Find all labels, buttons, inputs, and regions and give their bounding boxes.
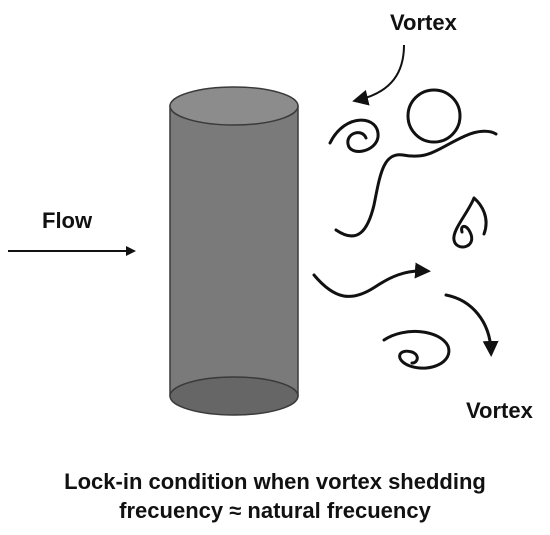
vortex-swirl-3 [382, 329, 451, 370]
cylinder-body [169, 105, 299, 397]
cylinder-bottom [169, 376, 299, 416]
cylinder-top [169, 86, 299, 126]
curved-arrow-bottom [444, 293, 499, 357]
wake-wave-long [334, 129, 498, 238]
cylinder [169, 86, 299, 416]
vortex-circle [406, 88, 462, 144]
flow-label: Flow [42, 208, 93, 233]
caption-line-1: Lock-in condition when vortex shedding [64, 469, 486, 494]
caption-line-2: frecuency ≈ natural frecuency [119, 498, 431, 523]
wake-vortices [312, 88, 499, 370]
vortex-swirl-1 [328, 118, 380, 153]
wake-wave-arrow [312, 262, 431, 298]
vortex-label-bottom: Vortex [466, 398, 534, 423]
vortex-pointer-arrow [352, 44, 405, 106]
vortex-swirl-2 [452, 196, 488, 249]
vortex-label-top: Vortex [390, 10, 458, 35]
